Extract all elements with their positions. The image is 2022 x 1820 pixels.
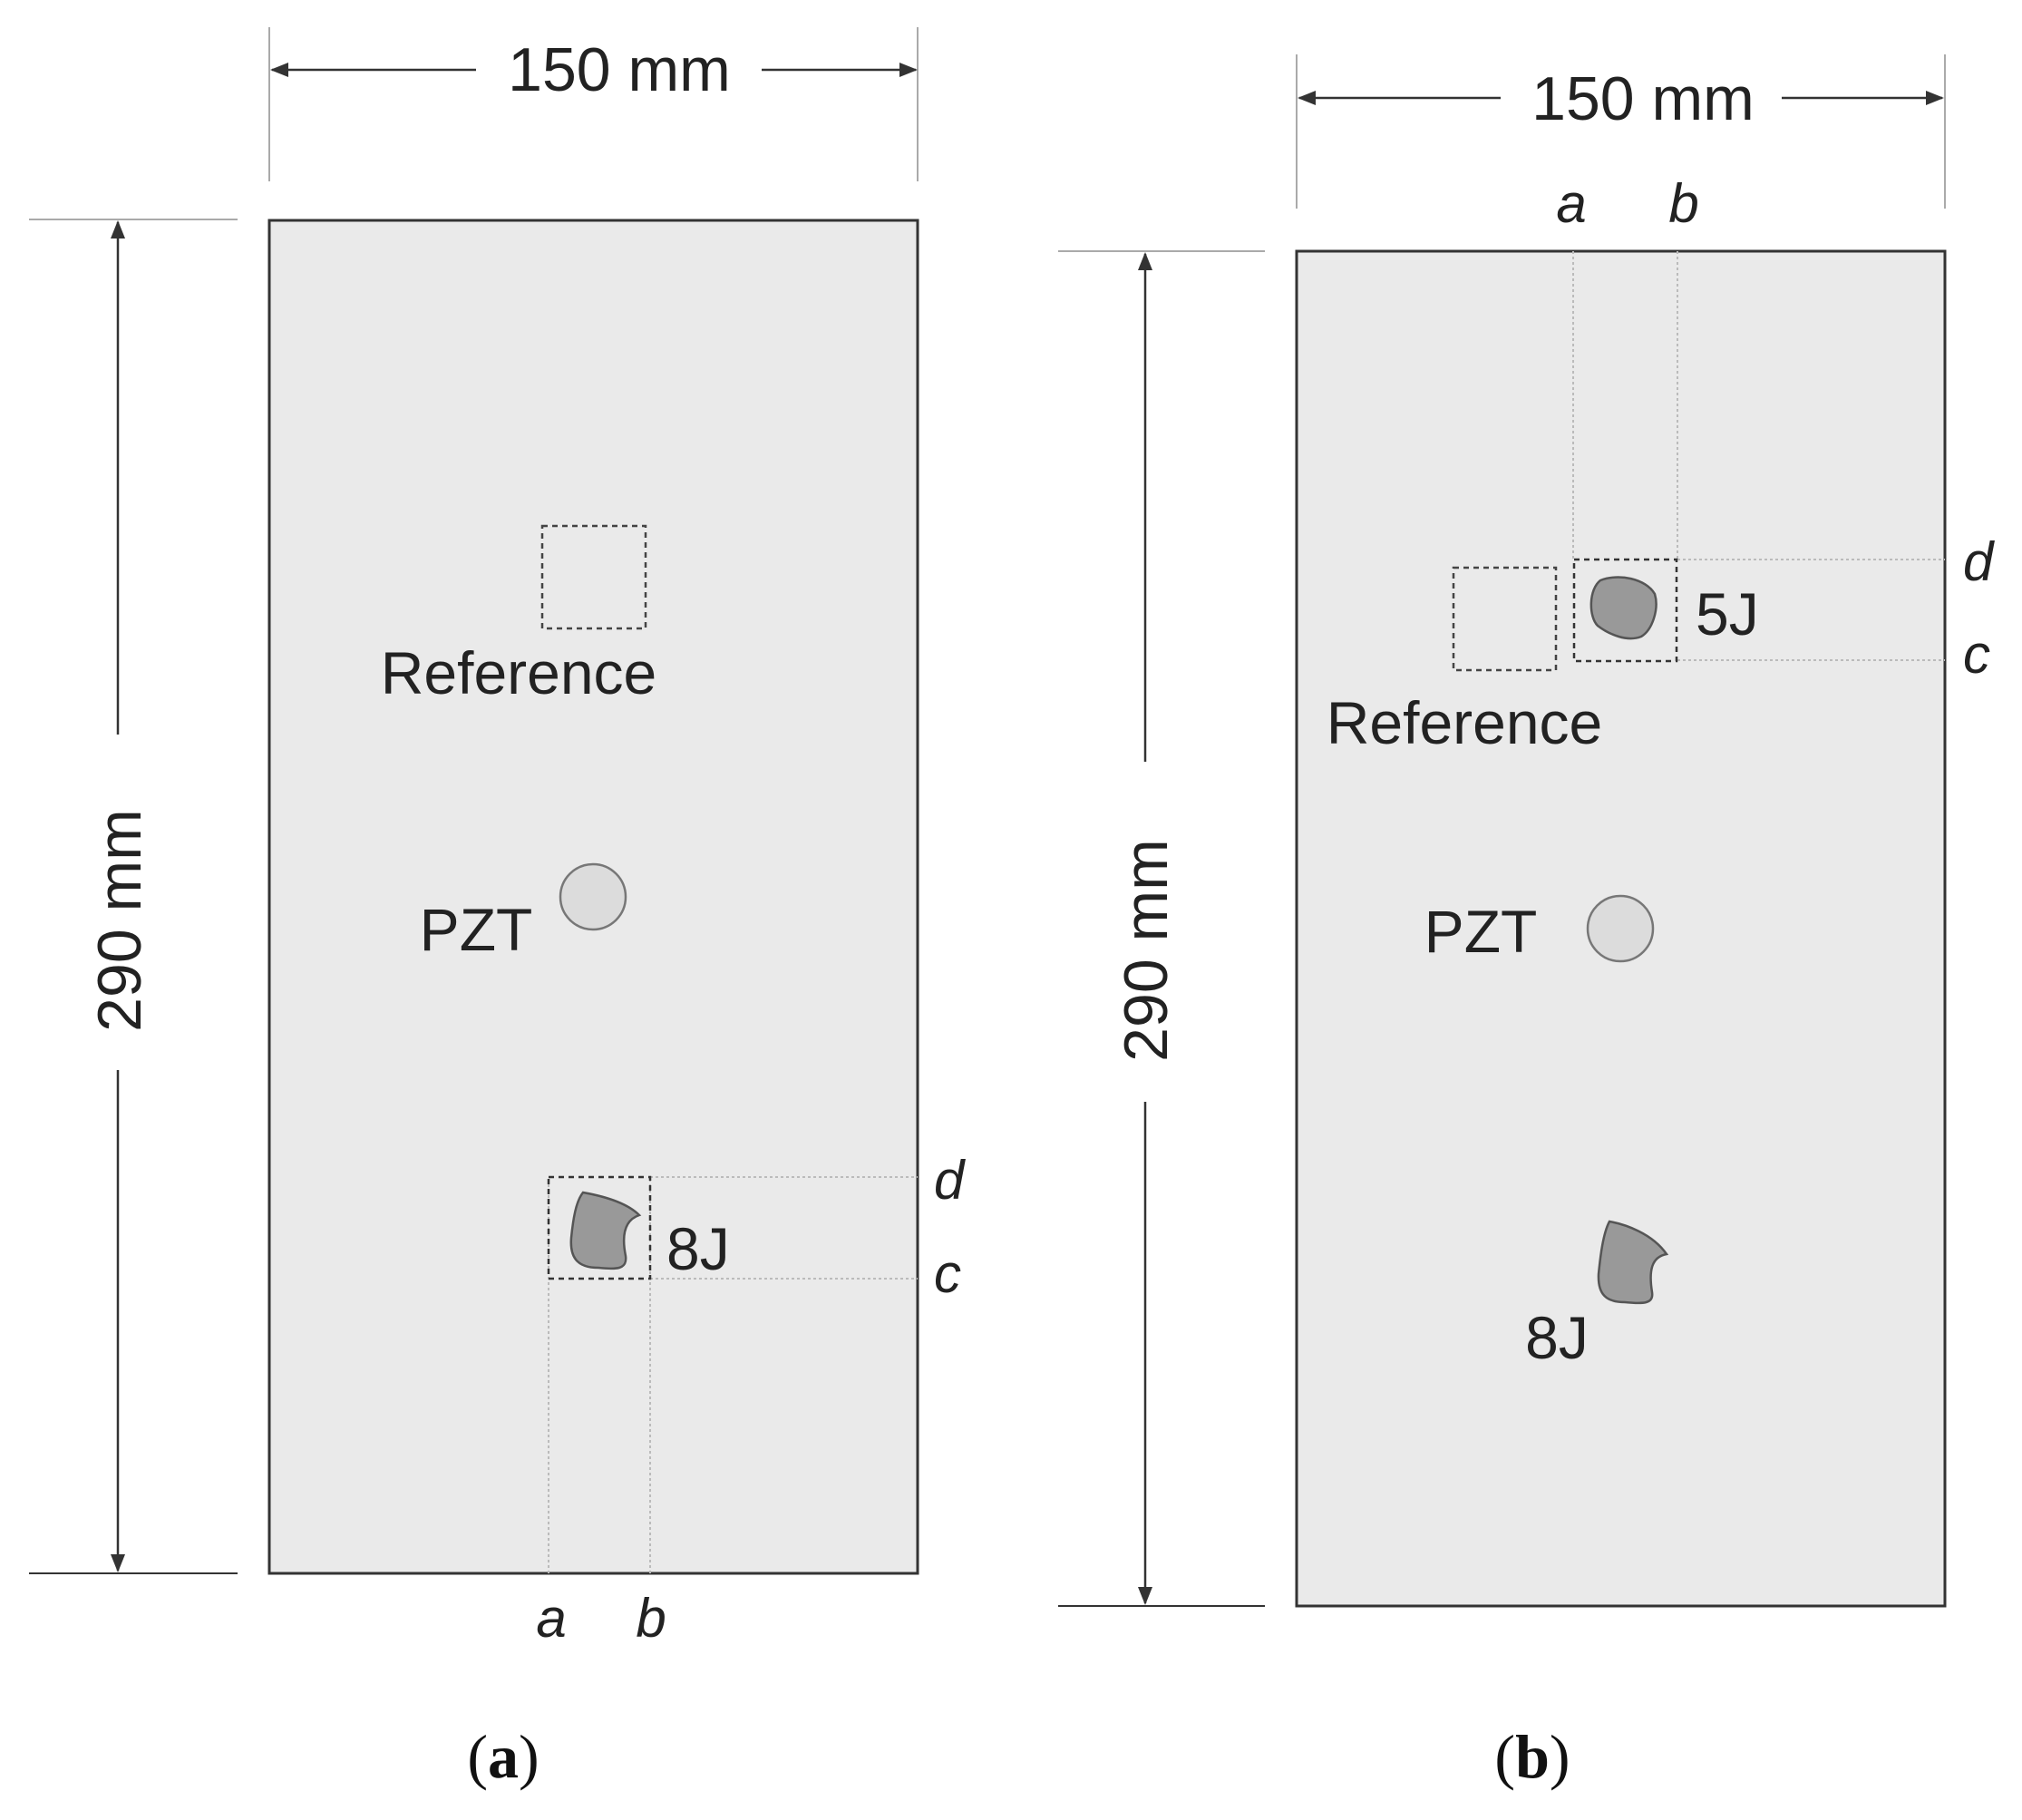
caption-letter: a [488, 1722, 519, 1791]
scan-region [1572, 558, 1678, 663]
grid-label-d: d [934, 1150, 966, 1211]
damage-8j [1597, 1220, 1669, 1305]
impact-label-8j: 8J [1525, 1304, 1589, 1371]
height-label: 290 mm [85, 809, 154, 1032]
damage-5j [1589, 576, 1657, 640]
width-label: 150 mm [1531, 64, 1755, 133]
pzt-sensor [559, 862, 627, 931]
reference-label: Reference [381, 639, 657, 706]
scan-region [547, 1175, 652, 1280]
width-label: 150 mm [508, 35, 731, 104]
pzt-label: PZT [1424, 898, 1538, 965]
grid-label-c: c [934, 1243, 961, 1304]
grid-label-b: b [1668, 173, 1698, 234]
grid-label-c: c [1963, 624, 1990, 685]
caption-b: (b) [1494, 1722, 1570, 1791]
pzt-label: PZT [420, 896, 533, 963]
damage-8j [569, 1191, 642, 1270]
panel-b: 150 mm a b 290 mm Reference 5J d c PZT [1058, 54, 1995, 1791]
caption-letter: b [1515, 1722, 1550, 1791]
impact-label-8j: 8J [666, 1215, 730, 1282]
grid-label-d: d [1963, 531, 1995, 592]
pzt-sensor [1586, 894, 1655, 963]
reference-label: Reference [1327, 689, 1603, 756]
reference-region [1452, 566, 1558, 672]
reference-region [540, 524, 647, 630]
impact-label-5j: 5J [1696, 580, 1759, 647]
grid-label-b: b [636, 1588, 666, 1649]
grid-label-a: a [536, 1588, 566, 1649]
height-label: 290 mm [1112, 839, 1181, 1062]
caption-a: (a) [467, 1722, 539, 1791]
panel-a: 150 mm 290 mm Reference PZT 8J d c a b (… [29, 27, 966, 1791]
grid-label-a: a [1556, 173, 1586, 234]
